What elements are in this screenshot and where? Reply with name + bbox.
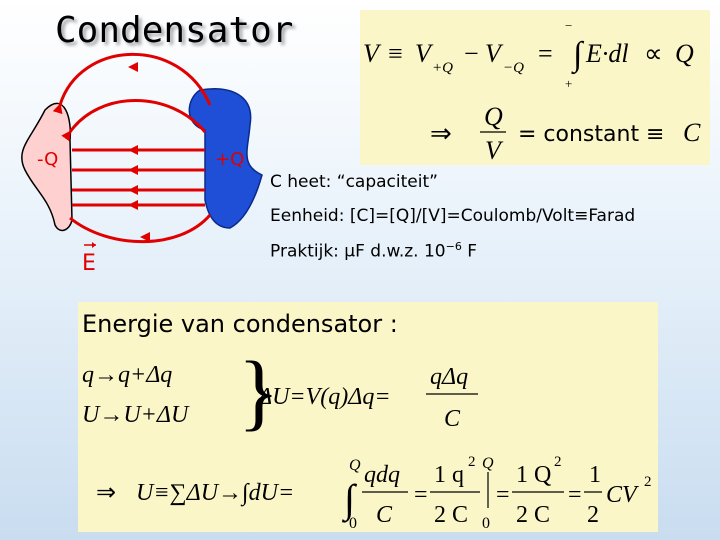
- formula-sub-neg: −Q: [503, 60, 524, 76]
- energy-eq3: =: [568, 482, 582, 508]
- capacitor-diagram: -Q +Q E: [21, 52, 263, 276]
- energy-eq2: =: [496, 482, 510, 508]
- info-practice-exponent: −6: [445, 240, 462, 253]
- formula-integrand: E·dl: [585, 39, 629, 68]
- energy-formula-box: Energie van condensator : q→q+Δq U→U+ΔU …: [78, 302, 658, 532]
- energy-frac2-sup: 2: [468, 454, 476, 470]
- energy-frac3-sup: 2: [554, 454, 562, 470]
- energy-bar-lower: 0: [482, 515, 490, 532]
- energy-eq1: =: [414, 482, 428, 508]
- energy-frac1-num: qdq: [364, 462, 400, 488]
- energy-frac1-den: C: [376, 502, 393, 528]
- energy-brace: }: [238, 343, 279, 439]
- energy-frac2-num: 1 q: [434, 462, 464, 488]
- info-capacitance: C heet: “capaciteit”: [270, 172, 438, 192]
- formula-V: V: [363, 39, 382, 68]
- formula-constant: = constant ≡: [518, 122, 665, 147]
- capacitance-formula: V ≡ V +Q − V −Q = − + ∫ E·dl ∝ Q ⇒ Q V =…: [363, 18, 701, 165]
- energy-dU-frac-den: C: [444, 406, 461, 432]
- energy-frac2-den: 2 C: [434, 502, 468, 528]
- energy-dU-frac-num: qΔq: [430, 364, 468, 390]
- formula-minus: −: [464, 39, 479, 68]
- formula-prop: ∝: [644, 39, 663, 68]
- energy-implies: ⇒: [96, 480, 116, 506]
- integral-lower: +: [565, 76, 572, 91]
- positive-charge-label: +Q: [215, 149, 244, 170]
- formula-equiv: ≡: [388, 39, 403, 68]
- energy-U-line: U→U+ΔU: [82, 402, 190, 428]
- energy-cv2: CV: [606, 482, 639, 508]
- info-practice-suffix: F: [461, 241, 478, 262]
- field-label: E: [82, 251, 96, 276]
- info-practice: Praktijk: μF d.w.z. 10−6 F: [270, 240, 477, 262]
- energy-dU-lhs: ΔU=V(q)Δq=: [257, 384, 391, 410]
- negative-plate: [21, 102, 73, 232]
- energy-integral-upper: Q: [349, 457, 361, 474]
- formula-V-pos: V: [415, 39, 434, 68]
- formula-implies: ⇒: [430, 119, 452, 148]
- energy-cv2-sup: 2: [644, 474, 652, 490]
- svg-text:∫: ∫: [571, 36, 585, 75]
- formula-equals: =: [538, 39, 553, 68]
- integral-upper: −: [565, 18, 572, 33]
- energy-frac4-den: 2: [587, 502, 599, 528]
- capacitance-formula-box: V ≡ V +Q − V −Q = − + ∫ E·dl ∝ Q ⇒ Q V =…: [360, 10, 710, 165]
- energy-U-sum: U≡∑ΔU→∫dU=: [136, 480, 294, 507]
- info-unit: Eenheid: [C]=[Q]/[V]=Coulomb/Volt≡Farad: [270, 206, 636, 226]
- energy-q-line: q→q+Δq: [82, 362, 172, 388]
- field-lines: [52, 52, 212, 244]
- energy-bar-upper: Q: [482, 455, 494, 472]
- negative-charge-label: -Q: [37, 149, 58, 170]
- energy-frac3-den: 2 C: [516, 502, 550, 528]
- energy-frac3-num: 1 Q: [516, 462, 551, 488]
- energy-frac4-num: 1: [589, 462, 601, 488]
- energy-integral-sign: ∫: [341, 476, 358, 523]
- fraction-Q: Q: [484, 102, 503, 131]
- formula-Q: Q: [675, 39, 694, 68]
- slide-title: Condensator: [55, 10, 294, 51]
- fraction-V: V: [485, 136, 504, 165]
- energy-integral-lower: 0: [349, 515, 357, 532]
- info-practice-prefix: Praktijk: μF d.w.z. 10: [270, 241, 446, 262]
- formula-V-neg: V: [485, 39, 504, 68]
- energy-formula: Energie van condensator : q→q+Δq U→U+ΔU …: [82, 310, 652, 532]
- energy-heading: Energie van condensator :: [82, 310, 398, 338]
- formula-C: C: [683, 118, 701, 147]
- formula-sub-pos: +Q: [432, 60, 453, 76]
